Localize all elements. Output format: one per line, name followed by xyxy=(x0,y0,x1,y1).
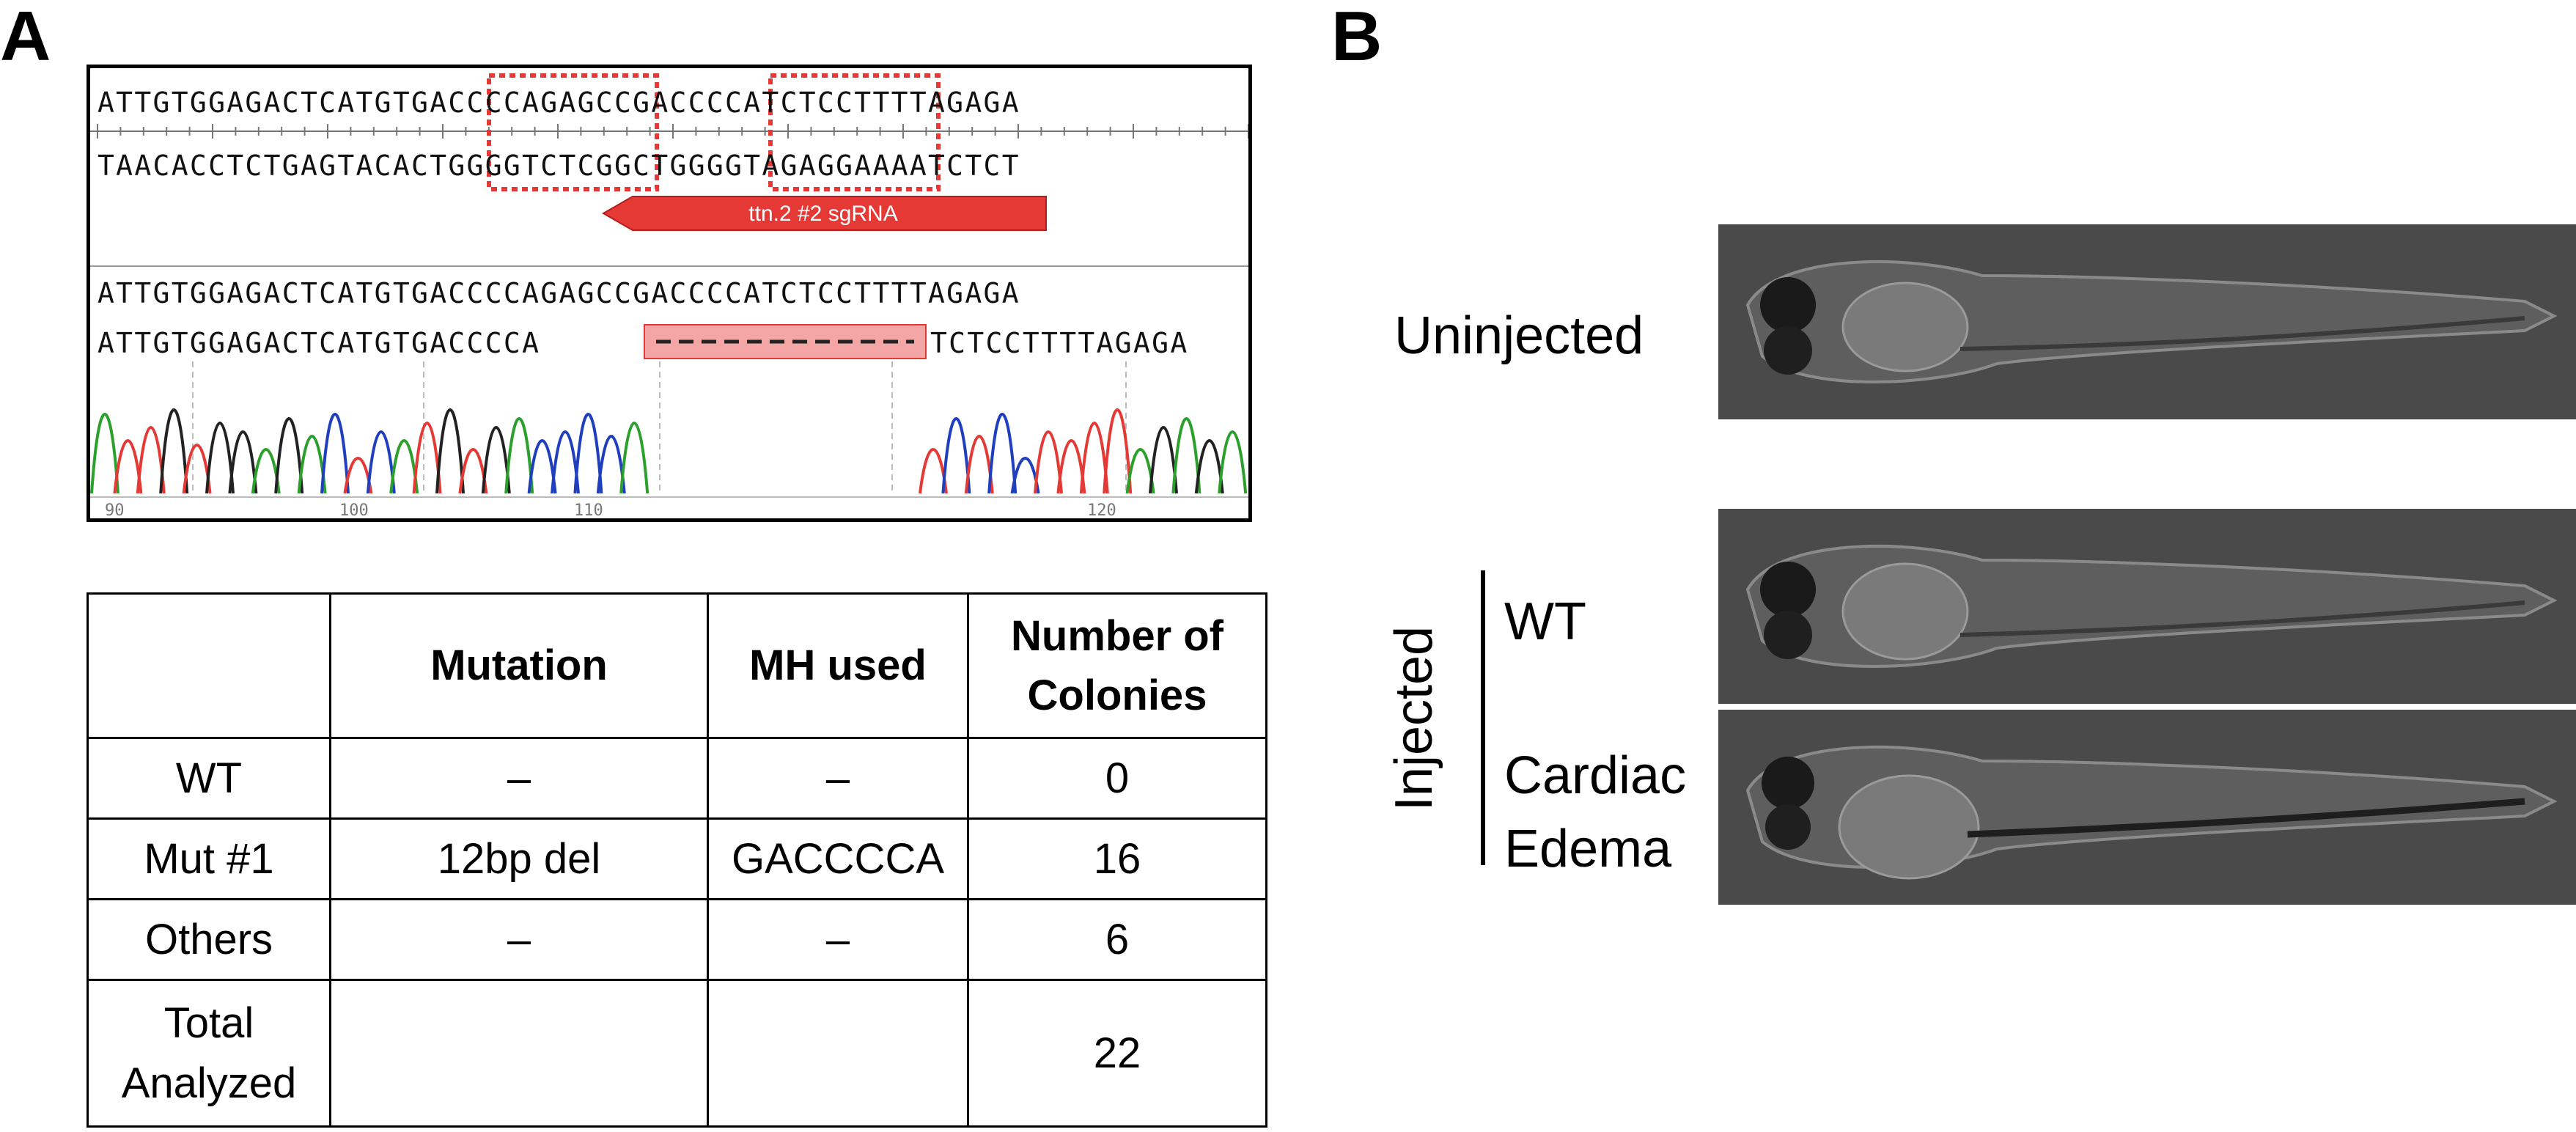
ruler-90: 90 xyxy=(105,501,125,518)
row-mh: – xyxy=(707,898,969,981)
chromatogram-peak xyxy=(619,422,649,494)
fish-image-injected-cardiac-edema xyxy=(1718,710,2576,905)
chromatogram-peak xyxy=(435,408,465,494)
chromatogram-peak xyxy=(504,417,534,494)
injected-label: Injected xyxy=(1385,625,1444,812)
chromatogram-peak xyxy=(1079,422,1109,494)
chromatogram-peak xyxy=(1103,408,1133,494)
row-label: Total Analyzed xyxy=(87,979,331,1128)
header-mh-used: MH used xyxy=(707,592,969,739)
chromatogram-guides xyxy=(192,361,1127,493)
microhomology-box-left xyxy=(487,73,659,191)
fish-drawing-wt xyxy=(1745,544,2558,668)
chromatogram-peak xyxy=(1218,430,1248,494)
chromatogram-peak xyxy=(389,439,419,494)
row-mh xyxy=(707,979,969,1128)
cardiac-label: Cardiac xyxy=(1504,746,1687,805)
row-label: Mut #1 xyxy=(87,817,331,900)
reference-sequence: ATTGTGGAGACTCATGTGACCCCAGAGCCGACCCCATCTC… xyxy=(97,277,1020,309)
chromatogram-peak xyxy=(1034,430,1063,494)
chromatogram-peak xyxy=(987,413,1017,494)
fish-drawing-uninjected xyxy=(1745,260,2558,383)
row-mutation xyxy=(329,979,709,1128)
chromatogram-peak xyxy=(228,430,258,494)
row-colonies: 16 xyxy=(967,817,1267,900)
chromatogram-peak xyxy=(205,422,235,494)
chromatogram-peak xyxy=(1171,417,1201,494)
row-colonies: 0 xyxy=(967,737,1267,820)
panel-a-letter: A xyxy=(0,0,51,76)
alignment-graphics: 90 100 110 120 ttn.2 #2 sgRNA xyxy=(90,73,1248,518)
chromatogram-peak xyxy=(596,435,626,494)
chromatogram-trace xyxy=(90,408,1248,494)
ruler-120: 120 xyxy=(1087,501,1116,518)
row-mutation: 12bp del xyxy=(329,817,709,900)
fish-drawing-cardiac-edema xyxy=(1745,745,2558,880)
mutant-sequence-right: TCTCCTTTTAGAGA xyxy=(930,327,1189,359)
sequence-alignment-panel: 90 100 110 120 ttn.2 #2 sgRNA ATTGTGGAGA… xyxy=(87,65,1252,522)
row-label: WT xyxy=(87,737,331,820)
fish-image-uninjected xyxy=(1718,224,2576,419)
chromatogram-peak xyxy=(527,439,557,494)
sgrna-label: ttn.2 #2 sgRNA xyxy=(748,202,897,226)
row-colonies: 22 xyxy=(967,979,1267,1128)
chromatogram-peak xyxy=(366,430,396,494)
row-mh: GACCCCA xyxy=(707,817,969,900)
microhomology-box-right xyxy=(768,73,941,191)
panel-b-letter: B xyxy=(1331,0,1383,76)
top-strand-sequence: ATTGTGGAGACTCATGTGACCCCAGAGCCGACCCCATCTC… xyxy=(97,87,1020,119)
fish-image-injected-wt xyxy=(1718,509,2576,704)
ruler-100: 100 xyxy=(339,501,369,518)
chromatogram-peak xyxy=(551,430,580,494)
table-row: Others – – 6 xyxy=(87,898,1267,981)
chromatogram-peak xyxy=(573,413,603,494)
injected-bracket-line xyxy=(1481,570,1485,865)
header-empty xyxy=(87,592,331,739)
colony-results-table: Mutation MH used Number of Colonies WT –… xyxy=(87,592,1267,1128)
chromatogram-peak xyxy=(1194,439,1224,494)
chromatogram-peak xyxy=(90,413,119,494)
chromatogram-peak xyxy=(1149,426,1178,494)
chromatogram-peak xyxy=(136,426,166,494)
wt-label: WT xyxy=(1504,592,1586,651)
table-header-row: Mutation MH used Number of Colonies xyxy=(87,592,1267,739)
chromatogram-peak xyxy=(1056,439,1086,494)
strand-ruler-ticks xyxy=(97,124,1248,139)
uninjected-label: Uninjected xyxy=(1394,306,1644,365)
row-colonies: 6 xyxy=(967,898,1267,981)
header-mutation: Mutation xyxy=(329,592,709,739)
row-mutation: – xyxy=(329,898,709,981)
header-number-of-colonies: Number of Colonies xyxy=(967,592,1267,739)
row-mh: – xyxy=(707,737,969,820)
edema-label: Edema xyxy=(1504,820,1672,878)
row-label: Others xyxy=(87,898,331,981)
chromatogram-peak xyxy=(113,439,143,494)
row-mutation: – xyxy=(329,737,709,820)
chromatogram-peak xyxy=(481,426,511,494)
table-row: Total Analyzed 22 xyxy=(87,979,1267,1128)
table-row: WT – – 0 xyxy=(87,737,1267,820)
chromatogram-peak xyxy=(159,408,189,494)
table-row: Mut #1 12bp del GACCCCA 16 xyxy=(87,817,1267,900)
chromatogram-peak xyxy=(412,422,442,494)
ruler-110: 110 xyxy=(574,501,603,518)
bottom-strand-sequence: TAACACCTCTGAGTACACTGGGGTCTCGGCTGGGGTAGAG… xyxy=(97,150,1020,182)
chromatogram-peak xyxy=(320,413,350,494)
chromatogram-peak xyxy=(941,417,971,494)
sgrna-arrow xyxy=(601,196,1047,231)
chromatogram-peak xyxy=(274,417,304,494)
mutant-sequence-left: ATTGTGGAGACTCATGTGACCCCA xyxy=(97,327,541,359)
